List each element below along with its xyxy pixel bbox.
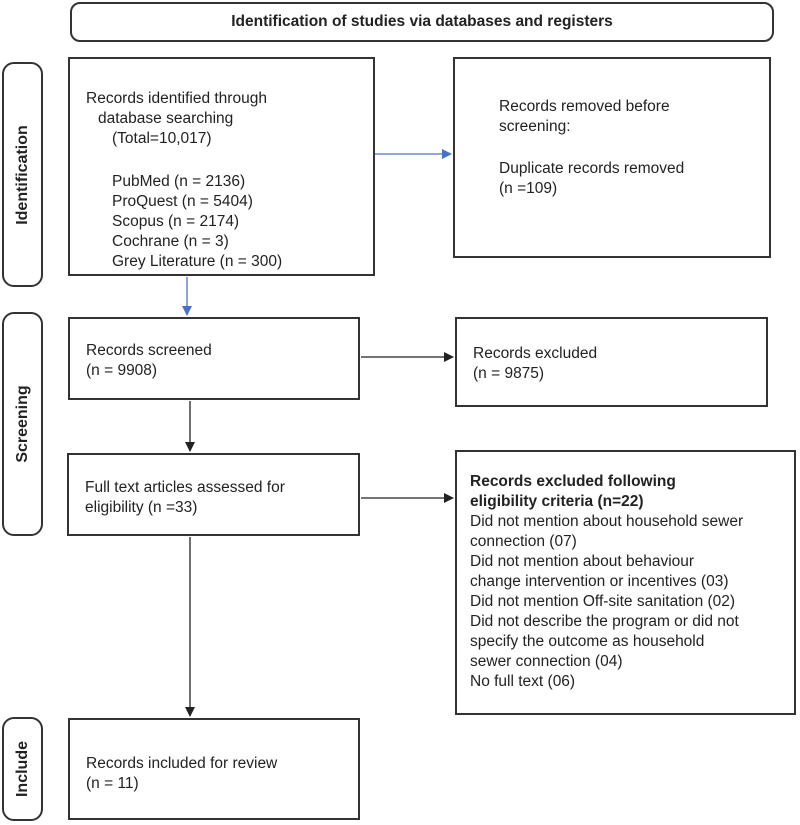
phase-identification: Identification [2, 62, 43, 287]
source-grey-literature: Grey Literature (n = 300) [112, 253, 283, 270]
fulltext-line1: Full text articles assessed for [85, 479, 285, 496]
identified-line1: Records identified through [86, 90, 267, 107]
exclusion-reason: Did not mention about household sewer [470, 513, 744, 530]
removed-line1: Records removed before [499, 98, 670, 115]
excluded-eligibility-heading2: eligibility criteria (n=22) [470, 493, 644, 510]
exclusion-reason: Did not mention Off-site sanitation (02) [470, 593, 736, 610]
removed-box: Records removed before screening: Duplic… [453, 57, 771, 258]
screened-line2: (n = 9908) [86, 362, 158, 379]
exclusion-reason: Did not mention about behaviour [470, 553, 695, 570]
fulltext-box: Full text articles assessed for eligibil… [67, 453, 360, 536]
phase-screening: Screening [2, 312, 43, 536]
included-line1: Records included for review [86, 755, 278, 772]
source-cochrane: Cochrane (n = 3) [112, 233, 229, 250]
fulltext-line2: eligibility (n =33) [85, 499, 198, 516]
screened-line1: Records screened [86, 342, 212, 359]
exclusion-reason: Did not describe the program or did not [470, 613, 739, 630]
excluded-box: Records excluded (n = 9875) [455, 317, 768, 407]
removed-line4: (n =109) [499, 180, 558, 197]
phase-include: Include [2, 717, 43, 821]
header-title: Identification of studies via databases … [231, 13, 613, 30]
identified-line3: (Total=10,017) [112, 130, 212, 147]
exclusion-reason: specify the outcome as household [470, 633, 705, 650]
excluded-line1: Records excluded [473, 345, 598, 362]
identified-line2: database searching [98, 110, 234, 127]
source-pubmed: PubMed (n = 2136) [112, 173, 246, 190]
screened-box: Records screened (n = 9908) [68, 317, 360, 400]
source-proquest: ProQuest (n = 5404) [112, 193, 253, 210]
exclusion-reason: change intervention or incentives (03) [470, 573, 729, 590]
removed-line3: Duplicate records removed [499, 160, 685, 177]
exclusion-reason: No full text (06) [470, 673, 576, 690]
included-line2: (n = 11) [86, 775, 139, 792]
excluded-line2: (n = 9875) [473, 365, 545, 382]
header-box: Identification of studies via databases … [70, 2, 774, 42]
exclusion-reason: sewer connection (04) [470, 653, 623, 670]
exclusion-reason: connection (07) [470, 533, 577, 550]
removed-line2: screening: [499, 118, 571, 135]
included-box: Records included for review (n = 11) [68, 718, 360, 820]
source-scopus: Scopus (n = 2174) [112, 213, 240, 230]
excluded-eligibility-box: Records excluded following eligibility c… [455, 450, 796, 715]
identified-box: Records identified through database sear… [68, 57, 375, 276]
excluded-eligibility-heading1: Records excluded following [470, 473, 676, 490]
